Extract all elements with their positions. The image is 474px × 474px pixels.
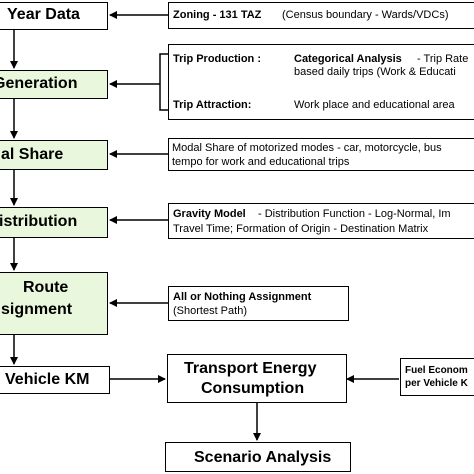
consumption-label: Consumption — [201, 380, 305, 397]
gravity-model-text-2: Travel Time; Formation of Origin - Desti… — [173, 223, 429, 235]
base-year-label: Year Data — [7, 6, 80, 23]
modal-share-text-2: tempo for work and educational trips — [172, 156, 350, 168]
vehicle-km-label: Vehicle KM — [5, 371, 90, 388]
trip-production-label: Trip Production : — [173, 53, 261, 65]
modal-share-box: al Share — [0, 140, 108, 170]
gravity-model-box: Gravity Model - Distribution Function - … — [168, 203, 474, 239]
trip-distribution-box: istribution — [0, 207, 108, 238]
categorical-analysis-label: Categorical Analysis — [294, 53, 402, 65]
transport-energy-box: Transport Energy Consumption — [167, 354, 347, 403]
trip-generation-inputs-box: Trip Production : Categorical Analysis -… — [168, 44, 474, 120]
trip-attraction-label: Trip Attraction: — [173, 99, 252, 111]
shortest-path-text: (Shortest Path) — [173, 305, 247, 317]
fuel-economy-box: Fuel Econom per Vehicle K — [400, 358, 474, 396]
modal-share-text-1: Modal Share of motorized modes - car, mo… — [172, 142, 442, 154]
fuel-economy-text-2: per Vehicle K — [405, 378, 468, 389]
trip-generation-label: Generation — [0, 75, 78, 92]
scenario-analysis-label: Scenario Analysis — [194, 449, 332, 466]
transport-energy-label: Transport Energy — [184, 360, 317, 377]
scenario-analysis-box: Scenario Analysis — [165, 442, 351, 472]
modal-share-label: al Share — [1, 146, 64, 163]
zoning-box: Zoning - 131 TAZ (Census boundary - Ward… — [168, 2, 474, 29]
modal-share-inputs-box: Modal Share of motorized modes - car, mo… — [168, 138, 474, 171]
bracket-trip-gen — [159, 53, 168, 111]
all-or-nothing-box: All or Nothing Assignment (Shortest Path… — [168, 286, 349, 321]
fuel-economy-text-1: Fuel Econom — [405, 365, 468, 376]
assignment-label: signment — [1, 301, 73, 318]
gravity-model-label: Gravity Model — [173, 208, 246, 220]
trip-attraction-text: Work place and educational area — [294, 99, 455, 111]
trip-rate-text-2: based daily trips (Work & Educati — [294, 66, 456, 78]
route-assignment-box: Route signment — [0, 272, 108, 335]
trip-distribution-label: istribution — [0, 213, 78, 230]
gravity-model-text-1: - Distribution Function - Log-Normal, Im — [258, 208, 451, 220]
route-label: Route — [23, 279, 69, 296]
trip-rate-text: - Trip Rate — [417, 53, 469, 65]
trip-generation-box: Generation — [0, 70, 108, 99]
vehicle-km-box: Vehicle KM — [0, 366, 110, 394]
zoning-bold: Zoning - 131 TAZ — [173, 9, 262, 21]
base-year-data-box: Year Data — [0, 2, 108, 30]
zoning-text: (Census boundary - Wards/VDCs) — [282, 9, 449, 21]
all-or-nothing-label: All or Nothing Assignment — [173, 291, 312, 303]
